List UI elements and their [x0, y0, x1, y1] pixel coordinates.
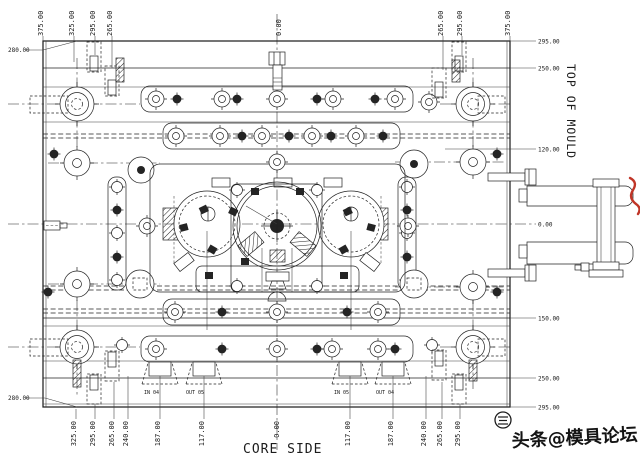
- dim-top-7: 375.00: [504, 11, 512, 36]
- cooling-label-out05: OUT 05: [186, 390, 204, 396]
- dim-bottom-11: 295.00: [454, 421, 462, 446]
- top-of-mould-label: TOP OF MOULD: [564, 64, 578, 159]
- dim-bottom-1: 295.00: [89, 421, 97, 446]
- dim-top-1: 325.00: [68, 11, 76, 36]
- dim-right-4: 150.00: [538, 316, 560, 323]
- fasteners: [43, 51, 286, 231]
- red-watermark-fragment: [628, 176, 640, 216]
- cooling-label-in04: IN 04: [144, 390, 159, 396]
- dimension-labels: 280.00 280.00 375.00 325.00 295.00 265.0…: [8, 11, 560, 447]
- return-pin-circles: [125, 149, 429, 299]
- support-feet: IN 04 OUT 05 IN 05 OUT 04: [141, 361, 412, 419]
- dim-bottom-6: 0.00: [273, 421, 281, 438]
- hidden-dowel-slots: [29, 41, 506, 405]
- cooling-label-out04: OUT 04: [376, 390, 394, 396]
- dim-right-0: 295.00: [538, 39, 560, 46]
- dim-bottom-0: 325.00: [70, 421, 78, 446]
- ejector-bar: [195, 249, 360, 302]
- dim-right-5: 250.00: [538, 376, 560, 383]
- dim-left-bottom: 280.00: [8, 395, 30, 402]
- dim-right-1: 250.00: [538, 66, 560, 73]
- dim-top-5: 265.00: [437, 11, 445, 36]
- cooling-channel-lines: [43, 133, 510, 314]
- cooling-label-in05: IN 05: [334, 390, 349, 396]
- dim-bottom-4: 187.00: [154, 421, 162, 446]
- side-clamp-bracket: [487, 168, 634, 282]
- core-side-label: CORE SIDE: [243, 442, 322, 457]
- dim-bottom-10: 265.00: [436, 421, 444, 446]
- dim-bottom-9: 240.00: [420, 421, 428, 446]
- cavity-bore-center: [232, 181, 322, 271]
- dim-top-6: 295.00: [456, 11, 464, 36]
- bottom-bolt-rails: [140, 298, 414, 363]
- dim-top-3: 265.00: [106, 11, 114, 36]
- dim-top-4: 0.00: [275, 19, 283, 36]
- dim-bottom-7: 117.00: [344, 421, 352, 446]
- dim-top-2: 295.00: [89, 11, 97, 36]
- dimension-leader-lines: [26, 36, 536, 419]
- watermark-text: 头条@模具论坛: [511, 423, 638, 452]
- dim-bottom-5: 117.00: [198, 421, 206, 446]
- dim-right-2: 120.00: [538, 147, 560, 154]
- dim-bottom-2: 265.00: [108, 421, 116, 446]
- dim-top-0: 375.00: [37, 11, 45, 36]
- dim-right-3: 0.00: [538, 222, 553, 229]
- core-cavity-assembly: [149, 150, 406, 330]
- insert-blocks: [179, 188, 376, 255]
- dim-left-top: 280.00: [8, 47, 30, 54]
- gate-wedges: [173, 231, 381, 272]
- ejector-side-rails: [107, 149, 429, 299]
- dim-bottom-3: 240.00: [122, 421, 130, 446]
- watermark-logo-icon: [494, 411, 512, 429]
- top-bolt-rails: [140, 85, 441, 150]
- dim-bottom-8: 187.00: [387, 421, 395, 446]
- dim-right-6: 295.00: [538, 405, 560, 412]
